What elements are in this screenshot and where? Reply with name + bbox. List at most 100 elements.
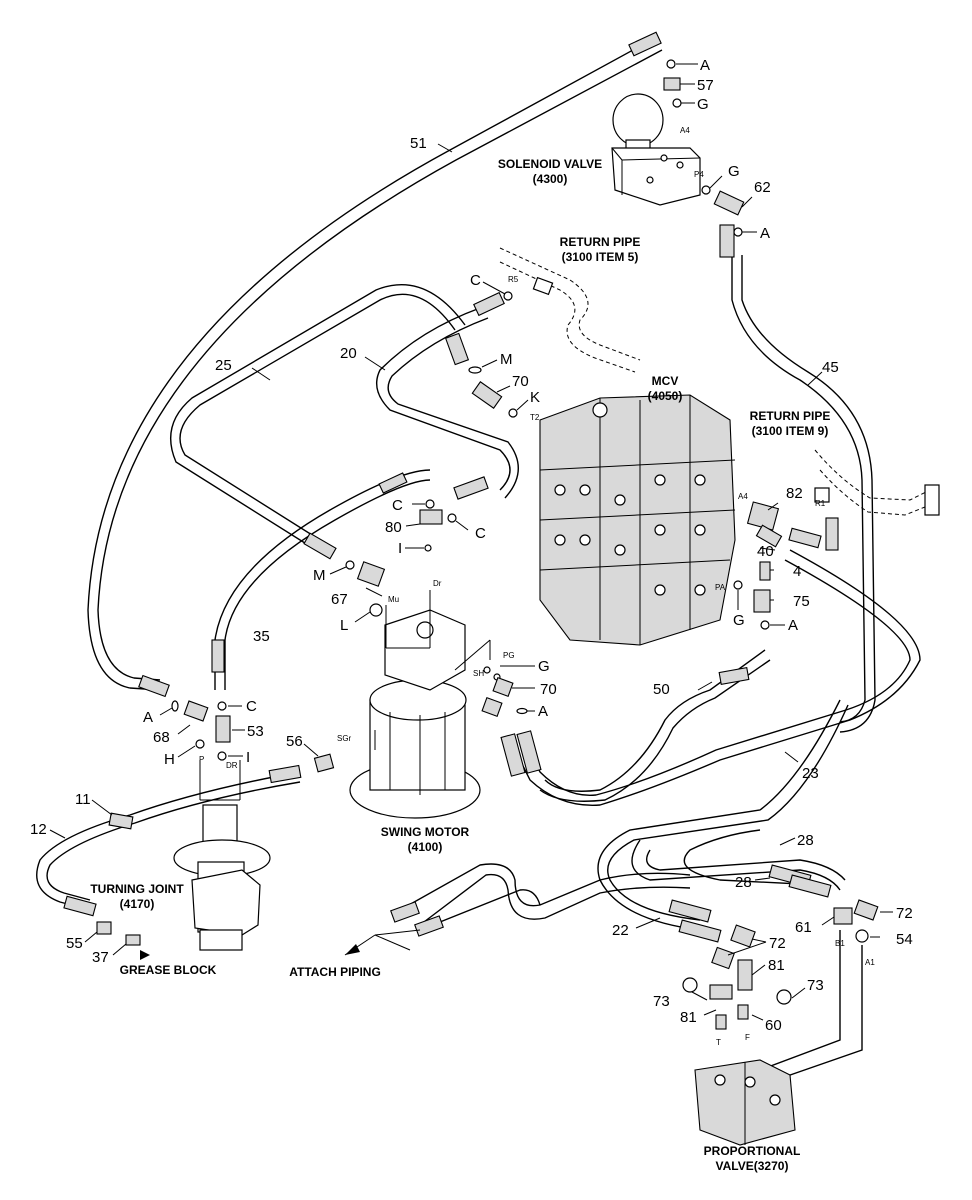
port-t: T	[716, 1038, 721, 1047]
part-53: 53	[247, 723, 264, 740]
part-54: 54	[896, 931, 913, 948]
callout-a3: A	[788, 617, 798, 634]
port-p: P	[199, 755, 204, 764]
solenoid-valve-name: SOLENOID VALVE	[498, 157, 602, 171]
part-51: 51	[410, 135, 427, 152]
callout-c2: C	[392, 497, 403, 514]
part-45: 45	[822, 359, 839, 376]
part-55: 55	[66, 935, 83, 952]
return-pipe-5-drawing	[499, 247, 641, 373]
hose-51	[87, 37, 663, 691]
port-dr2: DR	[226, 761, 238, 770]
port-pa: PA	[715, 583, 726, 592]
port-dr: Dr	[433, 579, 442, 588]
callout-m1: M	[500, 351, 513, 368]
part-23: 23	[802, 765, 819, 782]
part-60: 60	[765, 1017, 782, 1034]
part-50: 50	[653, 681, 670, 698]
mcv-drawing	[539, 394, 736, 646]
part-67: 67	[331, 591, 348, 608]
callout-g1: G	[697, 96, 709, 113]
return-pipe-5-name: RETURN PIPE	[560, 235, 641, 249]
return-pipe-9-drawing	[814, 449, 940, 516]
part-81b: 81	[680, 1009, 697, 1026]
port-f: F	[745, 1033, 750, 1042]
part-73a: 73	[653, 993, 670, 1010]
part-22: 22	[612, 922, 629, 939]
part-80: 80	[385, 519, 402, 536]
part-68: 68	[153, 729, 170, 746]
part-4: 4	[793, 563, 801, 580]
callout-m2: M	[313, 567, 326, 584]
mcv-name: MCV	[652, 374, 679, 388]
callout-h1: H	[164, 751, 175, 768]
port-p4: P4	[694, 170, 704, 179]
part-25: 25	[215, 357, 232, 374]
part-62: 62	[754, 179, 771, 196]
port-sgr: SGr	[337, 734, 352, 743]
proportional-valve-drawing	[694, 1059, 796, 1146]
port-sh: SH	[473, 669, 484, 678]
callout-c3: C	[475, 525, 486, 542]
part-72b: 72	[896, 905, 913, 922]
mcv-code: (4050)	[648, 389, 683, 403]
hose-20	[376, 307, 519, 499]
return-pipe-9-code: (3100 ITEM 9)	[752, 424, 829, 438]
port-a4b: A4	[738, 492, 748, 501]
swing-motor-code: (4100)	[408, 840, 443, 854]
port-mu: Mu	[388, 595, 399, 604]
hose-12	[36, 771, 301, 911]
port-r1: R1	[815, 499, 826, 508]
attach-piping-label: ATTACH PIPING	[289, 965, 381, 979]
callout-g4: G	[538, 658, 550, 675]
callout-a4: A	[538, 703, 548, 720]
hose-28	[631, 829, 846, 891]
part-11: 11	[75, 791, 91, 808]
fittings	[96, 59, 879, 1030]
callout-g2: G	[728, 163, 740, 180]
proportional-valve-code: VALVE(3270)	[716, 1159, 789, 1173]
part-81a: 81	[768, 957, 785, 974]
part-75: 75	[793, 593, 810, 610]
swing-motor-name: SWING MOTOR	[381, 825, 470, 839]
turning-joint-name: TURNING JOINT	[90, 882, 184, 896]
part-28a: 28	[797, 832, 814, 849]
proportional-valve-name: PROPORTIONAL	[704, 1144, 801, 1158]
solenoid-valve-code: (4300)	[533, 172, 568, 186]
part-35: 35	[253, 628, 270, 645]
attach-arrow-icon	[345, 944, 360, 955]
return-pipe-9-name: RETURN PIPE	[750, 409, 831, 423]
port-a1: A1	[865, 958, 875, 967]
port-pg: PG	[503, 651, 515, 660]
turning-joint-drawing	[173, 804, 271, 951]
pv-tubes	[759, 930, 863, 1083]
hose-attach	[399, 863, 691, 931]
port-r5: R5	[508, 275, 519, 284]
turning-joint-code: (4170)	[120, 897, 155, 911]
solenoid-valve-drawing	[611, 93, 701, 206]
callout-l1: L	[340, 617, 348, 634]
part-70b: 70	[540, 681, 557, 698]
callout-a2: A	[760, 225, 770, 242]
callout-k1: K	[530, 389, 540, 406]
part-56: 56	[286, 733, 303, 750]
part-57: 57	[697, 77, 714, 94]
part-28b: 28	[735, 874, 752, 891]
grease-block-label: GREASE BLOCK	[120, 963, 217, 977]
hose-45	[731, 255, 876, 733]
callout-i2: I	[246, 749, 250, 766]
return-pipe-5-code: (3100 ITEM 5)	[562, 250, 639, 264]
callout-a5: A	[143, 709, 153, 726]
hose-22	[597, 699, 849, 931]
part-37: 37	[92, 949, 109, 966]
callout-c4: C	[246, 698, 257, 715]
callout-g3: G	[733, 612, 745, 629]
part-70a: 70	[512, 373, 529, 390]
port-b1: B1	[835, 939, 845, 948]
part-61: 61	[795, 919, 812, 936]
part-73b: 73	[807, 977, 824, 994]
part-72a: 72	[769, 935, 786, 952]
part-82: 82	[786, 485, 803, 502]
port-t2: T2	[530, 413, 540, 422]
